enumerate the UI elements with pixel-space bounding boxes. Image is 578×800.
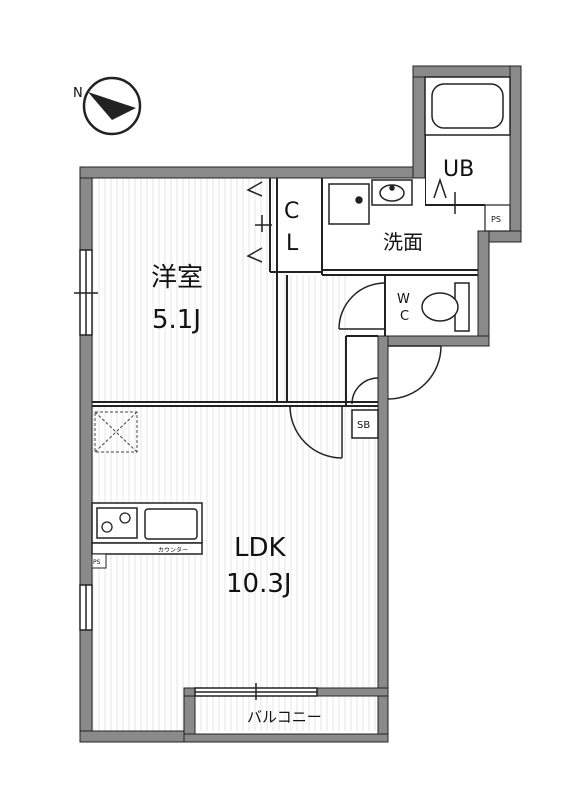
pipe-space-bath-label: PS <box>491 215 501 224</box>
washroom-label: 洗面 <box>383 230 423 254</box>
balcony-window <box>194 683 318 700</box>
kitchen-counter <box>91 502 203 555</box>
pipe-space-kitchen: PS <box>91 553 107 569</box>
counter-label: カウンター <box>158 546 188 554</box>
toilet-label-w: W <box>397 292 410 307</box>
western-room-size: 5.1J <box>152 305 201 335</box>
compass-icon: N <box>73 76 142 136</box>
interior-walls <box>92 178 485 407</box>
pipe-space-kitchen-label: PS <box>93 559 101 566</box>
western-room-floor <box>92 178 277 402</box>
storage-x-icon <box>94 411 138 453</box>
closet-doors <box>246 181 272 263</box>
ldk-size: 10.3J <box>226 569 292 599</box>
toilet-icon <box>421 282 470 332</box>
hall-floor <box>282 275 346 405</box>
closet-label-c: C <box>284 199 299 224</box>
washer-pan-icon <box>328 183 370 225</box>
faucet-icon <box>433 177 456 214</box>
closet-label-l: L <box>286 231 299 256</box>
bathtub-icon <box>424 76 511 136</box>
western-room-name: 洋室 <box>151 263 203 293</box>
ldk-name: LDK <box>234 533 287 563</box>
small-door <box>351 377 379 405</box>
entrance-door <box>387 345 442 400</box>
ldk-door <box>289 405 343 459</box>
shoe-box-label: SB <box>357 420 370 431</box>
unit-bath-label: UB <box>443 157 474 182</box>
stove-icon <box>101 512 131 533</box>
toilet-label-c: C <box>400 309 409 324</box>
pipe-space-bath: PS <box>484 204 511 232</box>
shoe-box: SB <box>351 409 379 439</box>
window-left-lower <box>79 584 93 631</box>
ub-divider <box>425 135 426 205</box>
compass-label: N <box>73 86 83 101</box>
toilet-door <box>338 282 386 330</box>
ldk-floor <box>92 406 376 731</box>
wash-basin-icon <box>371 179 413 206</box>
balcony-label: バルコニー <box>247 708 322 726</box>
window-left-upper <box>74 249 98 336</box>
